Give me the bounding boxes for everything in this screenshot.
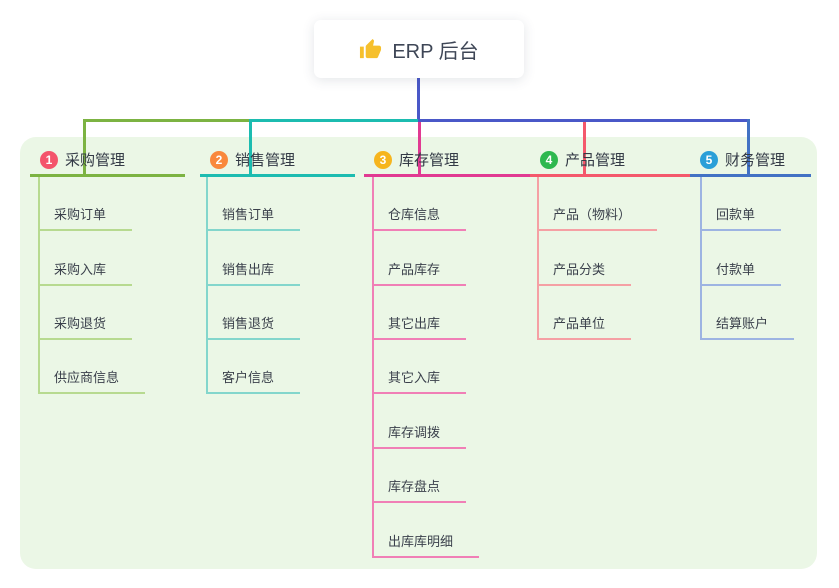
child-label: 库存盘点 [388,479,441,494]
child-rail-product [537,177,539,340]
child-node[interactable]: 结算账户 [700,308,795,340]
branch-node-sales[interactable]: 2 销售管理 [200,145,355,177]
child-node[interactable]: 库存调拨 [372,417,467,449]
child-label: 客户信息 [222,370,275,385]
root-node[interactable]: ERP 后台 [314,20,524,78]
child-node[interactable]: 回款单 [700,199,782,231]
branch-number-badge: 4 [540,150,558,169]
child-node[interactable]: 产品库存 [372,254,467,286]
connector-drop-sales [249,119,252,177]
child-label: 产品库存 [388,262,441,277]
child-node[interactable]: 采购退货 [38,308,133,340]
branch-label: 采购管理 [65,152,126,169]
child-rail-finance [700,177,702,340]
connector-horizontal-sales [249,119,420,122]
child-label: 销售订单 [222,207,275,222]
branch-node-finance[interactable]: 5 财务管理 [690,145,811,177]
branches-background-panel [20,137,817,569]
child-node[interactable]: 产品（物料） [537,199,658,231]
child-label: 其它出库 [388,316,441,331]
child-label: 销售出库 [222,262,275,277]
branch-node-product[interactable]: 4 产品管理 [530,145,695,177]
connector-horizontal-finance [418,119,750,122]
branch-label: 产品管理 [565,152,626,169]
child-label: 其它入库 [388,370,441,385]
child-label: 结算账户 [716,316,769,331]
connector-drop-product [583,122,586,177]
child-label: 产品（物料） [553,207,632,222]
child-node[interactable]: 其它出库 [372,308,467,340]
child-node[interactable]: 客户信息 [206,362,301,394]
child-label: 供应商信息 [54,370,120,385]
child-node[interactable]: 其它入库 [372,362,467,394]
child-rail-inventory [372,177,374,558]
child-node[interactable]: 出库库明细 [372,526,480,558]
child-label: 付款单 [716,262,756,277]
child-node[interactable]: 产品分类 [537,254,632,286]
child-label: 回款单 [716,207,756,222]
child-node[interactable]: 销售出库 [206,254,301,286]
branch-node-inventory[interactable]: 3 库存管理 [364,145,530,177]
connector-root-line [417,78,420,119]
connector-drop-inventory [418,122,421,177]
child-label: 采购退货 [54,316,107,331]
connector-horizontal-procurement [83,119,252,122]
child-node[interactable]: 产品单位 [537,308,632,340]
child-node[interactable]: 采购订单 [38,199,133,231]
child-label: 仓库信息 [388,207,441,222]
root-node-label: ERP 后台 [392,40,479,63]
child-node[interactable]: 付款单 [700,254,782,286]
child-label: 出库库明细 [388,534,454,549]
branch-label: 库存管理 [399,152,460,169]
branch-number-badge: 2 [210,150,228,169]
branch-label: 财务管理 [725,152,786,169]
branch-label: 销售管理 [235,152,296,169]
child-node[interactable]: 采购入库 [38,254,133,286]
child-label: 产品分类 [553,262,606,277]
branch-number-badge: 1 [40,150,58,169]
branch-number-badge: 5 [700,150,718,169]
connector-drop-procurement [83,119,86,177]
child-label: 采购订单 [54,207,107,222]
branch-node-procurement[interactable]: 1 采购管理 [30,145,185,177]
branch-number-badge: 3 [374,150,392,169]
child-label: 销售退货 [222,316,275,331]
thumbs-up-icon [360,38,382,58]
child-label: 采购入库 [54,262,107,277]
child-node[interactable]: 库存盘点 [372,471,467,503]
child-node[interactable]: 销售退货 [206,308,301,340]
child-label: 产品单位 [553,316,606,331]
child-label: 库存调拨 [388,425,441,440]
child-node[interactable]: 供应商信息 [38,362,146,394]
connector-drop-finance [747,119,750,177]
child-node[interactable]: 仓库信息 [372,199,467,231]
child-node[interactable]: 销售订单 [206,199,301,231]
